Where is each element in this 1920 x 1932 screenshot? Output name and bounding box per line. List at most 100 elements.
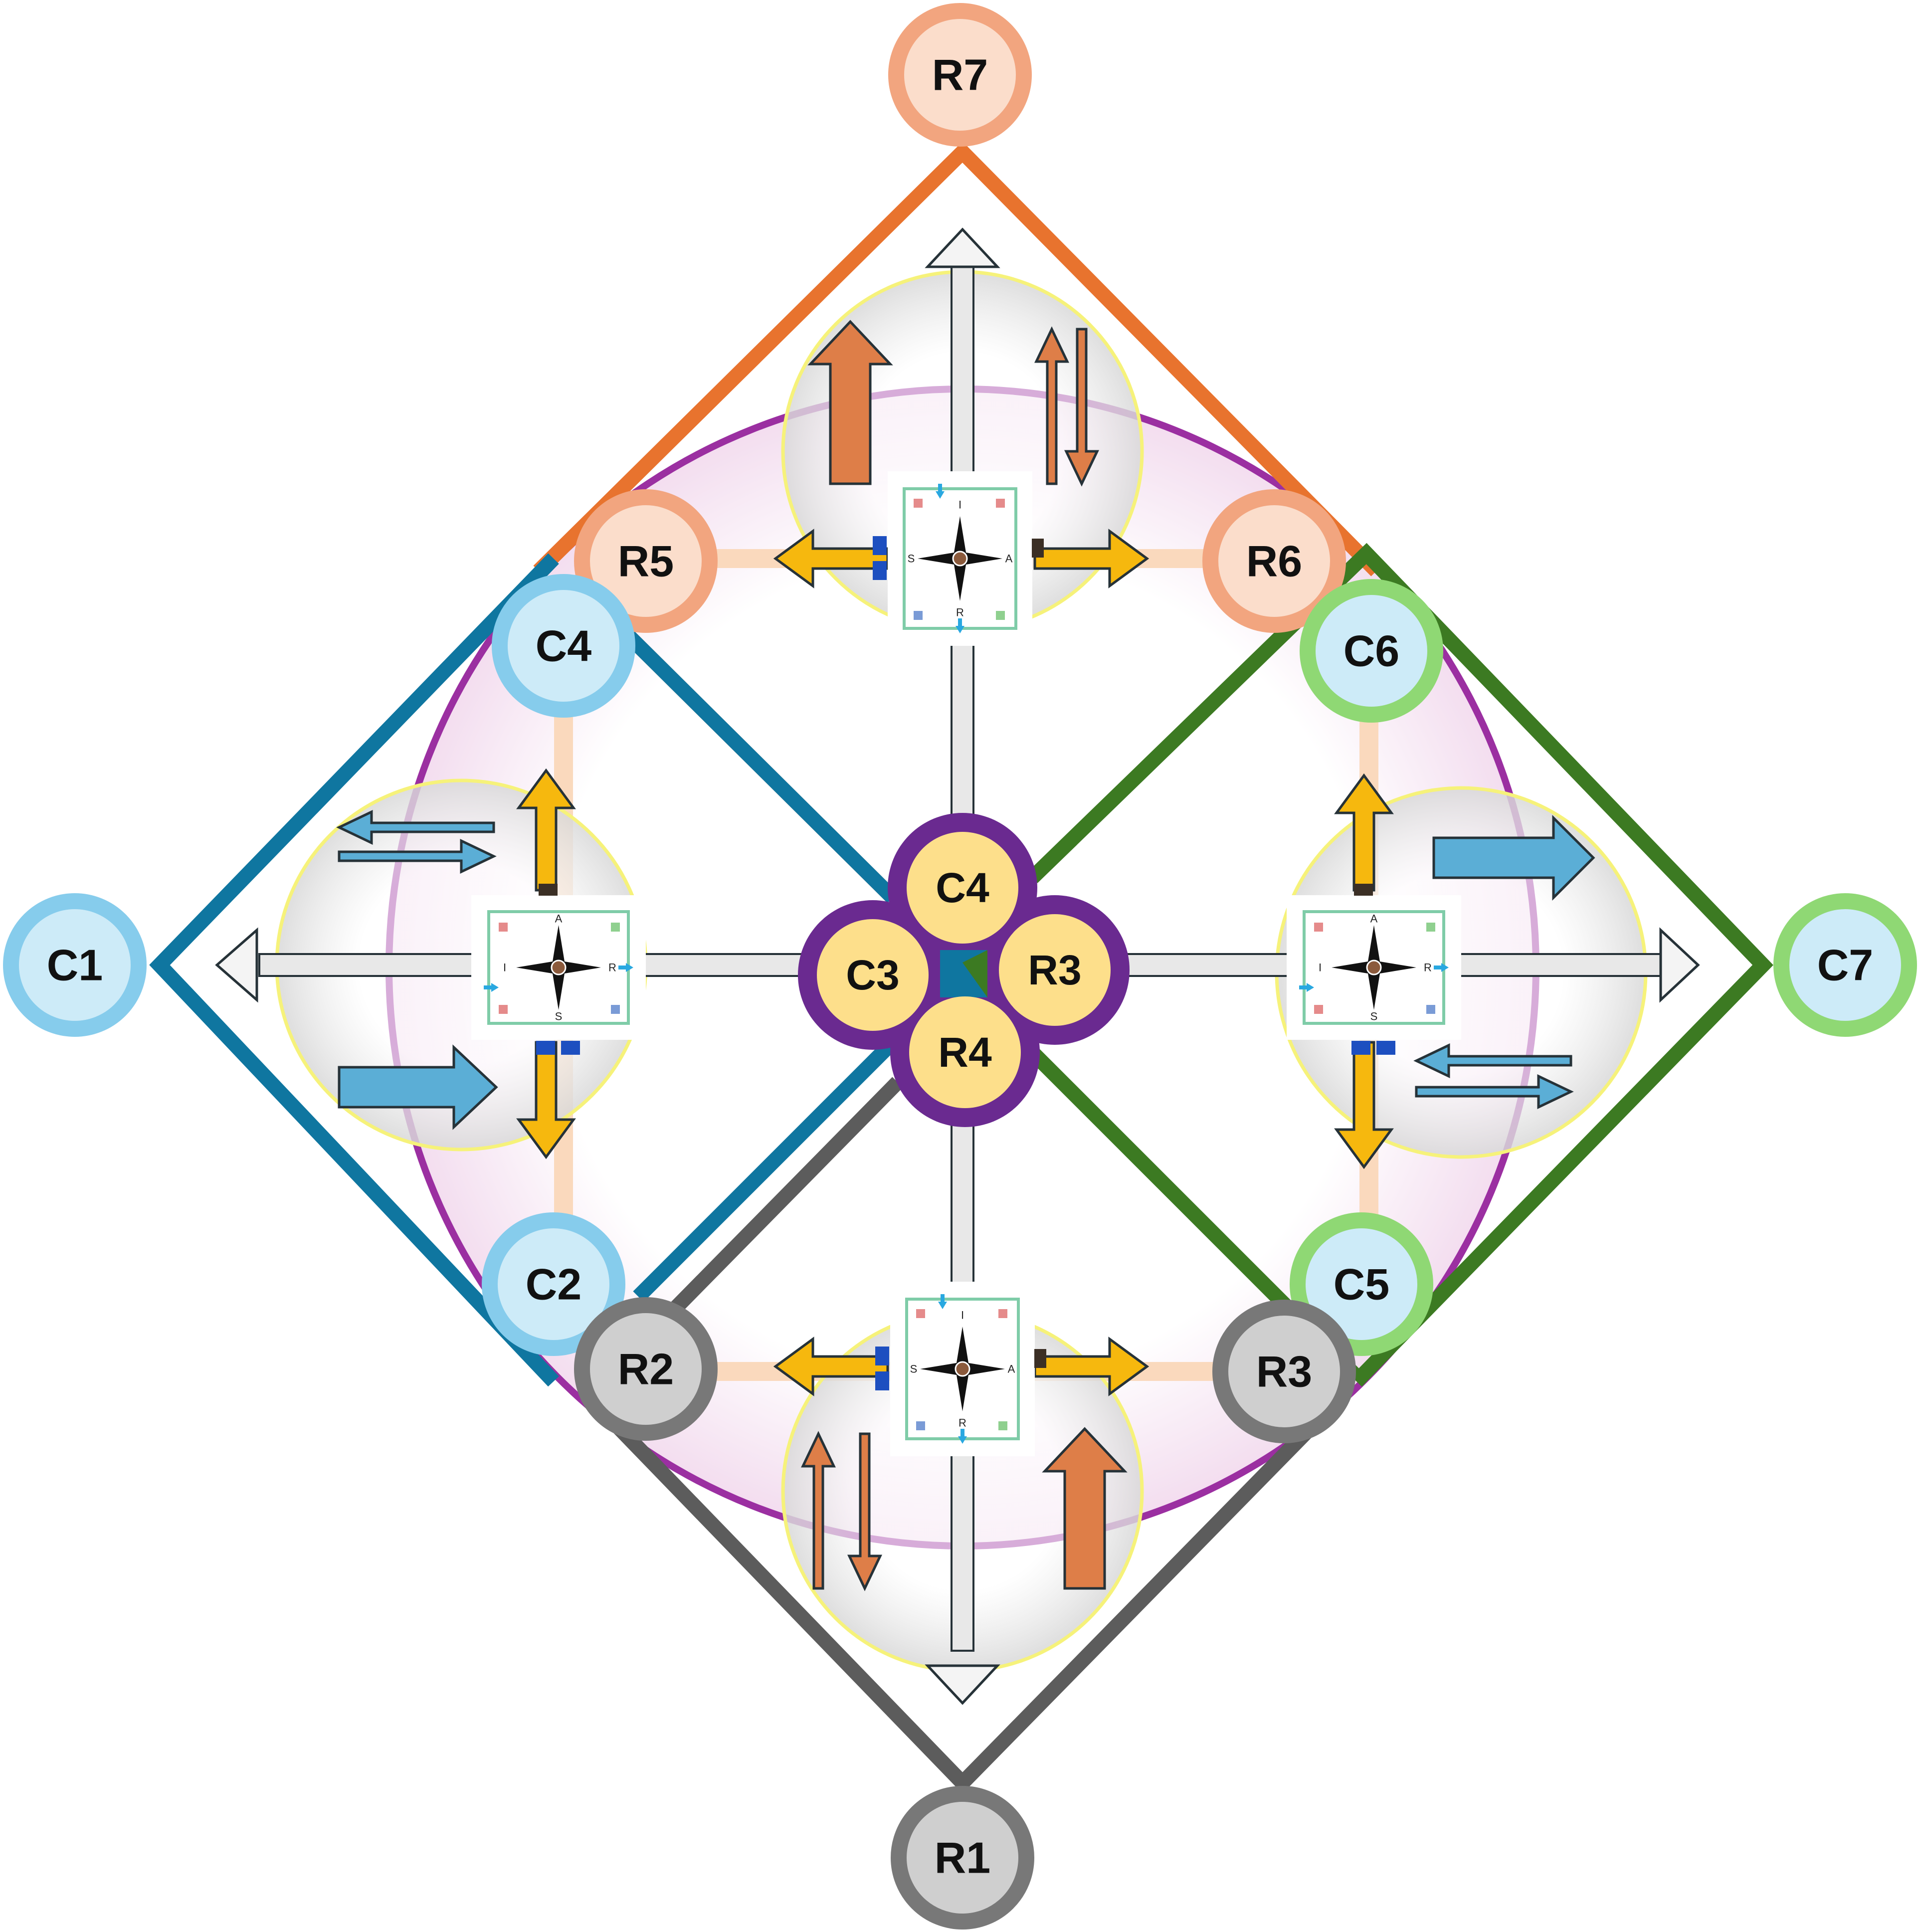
corner-mark <box>1314 923 1323 932</box>
corner-mark <box>1426 1005 1435 1014</box>
panel-letter-west: I <box>959 499 961 511</box>
node-label: R2 <box>618 1345 674 1394</box>
panel-letter-north: A <box>1008 1363 1015 1375</box>
green-border <box>1027 543 1773 1387</box>
arrow-left-end <box>215 927 258 1003</box>
tiny-arrow-icon <box>618 963 633 972</box>
orange-big-arrow-bottom <box>1042 1427 1128 1590</box>
corner-mark <box>499 923 508 932</box>
node-upper-left-orange[interactable]: R5 <box>574 489 718 633</box>
arrow-right-end <box>1659 927 1700 1003</box>
blue-thin-arrow-left-2 <box>338 839 497 874</box>
blue-inner-upper <box>608 615 898 903</box>
node-label: R3 <box>1256 1347 1313 1396</box>
eye-icon <box>1366 960 1382 975</box>
blue-big-arrow-left-zone <box>338 1044 498 1130</box>
tiny-arrow-icon <box>1299 983 1314 992</box>
orange-thin-arrow-top-up <box>1034 326 1069 485</box>
center-node-left[interactable] <box>817 919 929 1031</box>
tiny-arrow-icon <box>484 983 499 992</box>
node-label: C7 <box>1817 941 1874 990</box>
eye-icon <box>952 551 968 567</box>
center-label-top: C4 <box>936 864 989 911</box>
blue-arrows <box>336 810 1595 1130</box>
orange-arrows <box>801 320 1128 1591</box>
tile-icon <box>1351 1041 1370 1055</box>
thumbnail-icon <box>1034 1349 1046 1368</box>
corner-mark <box>914 499 923 508</box>
center-node-top[interactable] <box>907 832 1018 944</box>
panel-letter-north: A <box>1370 913 1378 925</box>
node-upper-right-orange[interactable]: R6 <box>1202 489 1346 633</box>
node-label: R1 <box>935 1833 991 1883</box>
diamond-borders <box>149 141 1773 1794</box>
center-node-bottom[interactable] <box>909 996 1021 1108</box>
node-top[interactable]: R7 <box>888 3 1032 147</box>
corner-mark <box>611 1005 620 1014</box>
arrow-down-end <box>925 1664 1000 1705</box>
node-label: R5 <box>618 537 674 586</box>
panel-letter-north: A <box>1005 553 1013 565</box>
blue-thin-arrow-left-1 <box>336 810 495 845</box>
tiny-arrow-icon <box>938 1294 947 1309</box>
node-left-lower-blue[interactable]: C2 <box>482 1212 625 1356</box>
tiny-arrow-icon <box>1434 963 1449 972</box>
corner-mark <box>998 1309 1007 1318</box>
center-cluster: C4 C3 R3 R4 <box>798 813 1130 1127</box>
gold-arrow-bottom-left <box>773 1337 889 1396</box>
orange-big-arrow-top <box>807 320 893 485</box>
center-node-right[interactable] <box>999 914 1111 1026</box>
node-left[interactable]: C1 <box>3 893 147 1037</box>
panel-letter-east: R <box>956 606 964 619</box>
corner-mark <box>499 1005 508 1014</box>
orange-thin-arrow-bottom-down <box>847 1432 882 1591</box>
corner-mark <box>916 1309 925 1318</box>
panel-letter-west: I <box>503 962 506 974</box>
blue-thin-arrow-right-2 <box>1415 1074 1574 1109</box>
node-label: C6 <box>1344 626 1400 676</box>
orange-thin-arrow-top-down <box>1064 328 1099 487</box>
thumbnail-icon <box>1354 884 1373 896</box>
panel-letter-west: I <box>1319 962 1322 974</box>
corner-mark <box>996 611 1005 620</box>
corner-mark <box>998 1421 1007 1430</box>
node-lower-left-grey[interactable]: R2 <box>574 1297 718 1441</box>
panel-letter-south: S <box>555 1010 563 1023</box>
node-bottom[interactable]: R1 <box>891 1786 1034 1930</box>
corner-mark <box>1314 1005 1323 1014</box>
corner-mark <box>914 611 923 620</box>
tile-icon <box>873 536 887 555</box>
panel-letter-west: I <box>961 1309 964 1322</box>
orange-thin-arrow-bottom-up <box>801 1431 836 1590</box>
tiny-arrow-icon <box>958 1429 967 1444</box>
node-lower-right-grey[interactable]: R3 <box>1212 1300 1356 1443</box>
corner-mark <box>916 1421 925 1430</box>
blue-big-arrow-right-zone <box>1432 814 1595 901</box>
tile-icon <box>873 561 887 580</box>
node-right[interactable]: C7 <box>1773 893 1917 1037</box>
arrow-up-end <box>925 227 1000 268</box>
blue-inner-lower <box>633 1032 903 1302</box>
center-label-left: C3 <box>846 952 899 998</box>
node-label: R6 <box>1246 537 1303 586</box>
corner-mark <box>1426 923 1435 932</box>
node-upper-right-green[interactable]: C6 <box>1300 579 1443 723</box>
gold-arrows <box>516 529 1394 1396</box>
tiny-arrow-icon <box>936 484 945 499</box>
white-end-arrows <box>215 227 1700 1705</box>
grey-border <box>583 1391 1347 1794</box>
center-label-right: R3 <box>1028 947 1081 993</box>
gold-arrow-top-right <box>1033 529 1150 588</box>
panel-letter-south: S <box>910 1363 918 1375</box>
node-upper-left-blue[interactable]: C4 <box>492 574 635 718</box>
node-label: C5 <box>1334 1260 1390 1309</box>
thumbnail-icon <box>1032 539 1044 558</box>
tile-icon <box>561 1041 580 1055</box>
